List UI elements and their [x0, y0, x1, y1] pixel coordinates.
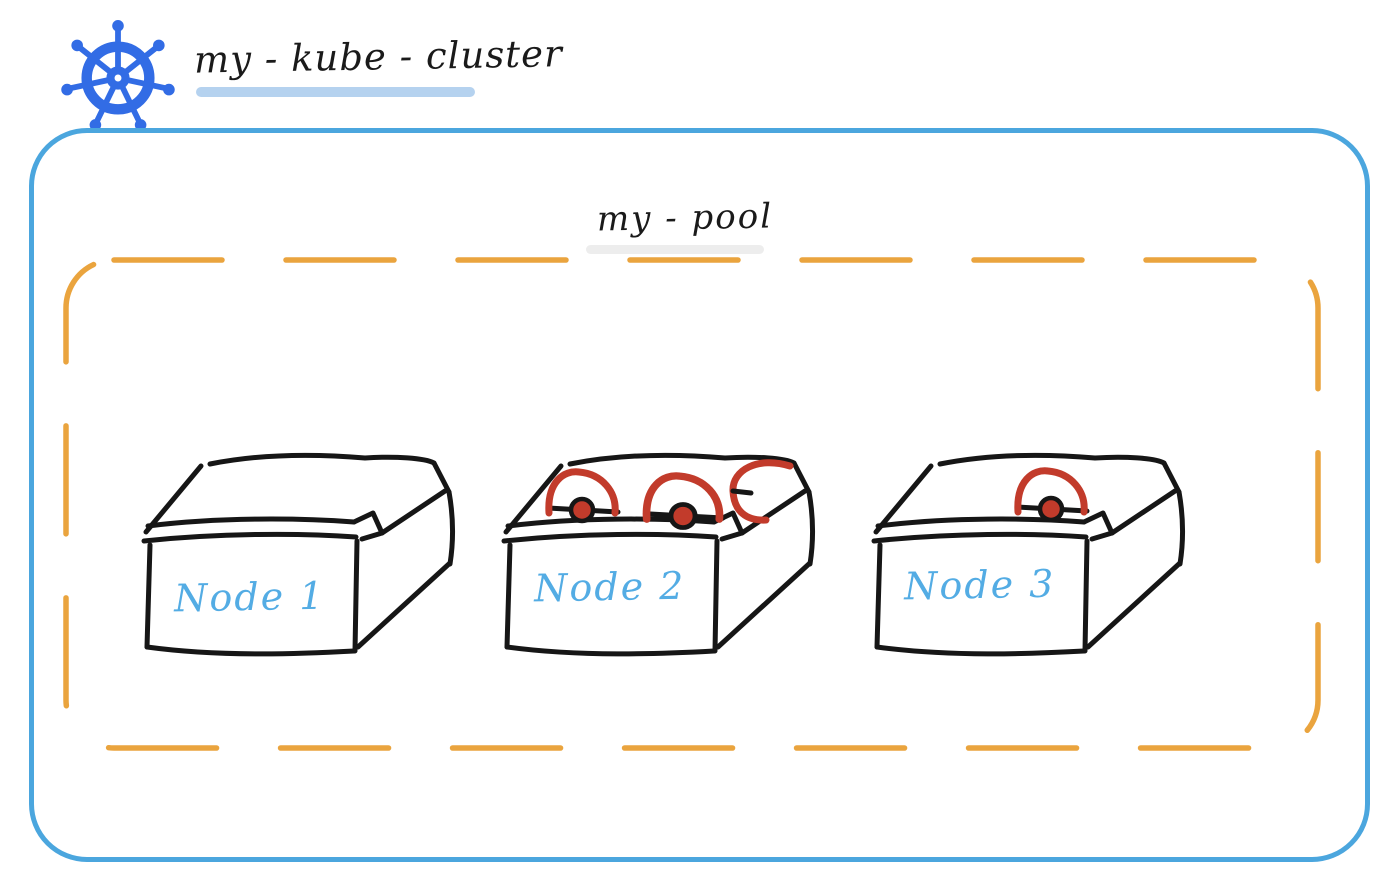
node-1-label: Node 1 — [173, 574, 326, 621]
node-3-box: Node 3 — [860, 440, 1200, 670]
node-3-label: Node 3 — [903, 562, 1056, 609]
cluster-boundary — [29, 128, 1370, 862]
pod-icon — [729, 459, 794, 524]
node-1-box: Node 1 — [130, 440, 470, 670]
cluster-title: my - kube - cluster — [193, 32, 564, 82]
node-2-box: Node 2 — [490, 440, 830, 670]
pool-label: my - pool — [596, 196, 774, 240]
pod-icon — [1017, 471, 1087, 520]
cluster-title-underline — [196, 87, 475, 97]
pod-icon — [548, 472, 618, 521]
pool-label-underline — [586, 245, 764, 254]
node-2-label: Node 2 — [533, 564, 686, 611]
kubernetes-helm-wheel-icon — [61, 20, 175, 131]
